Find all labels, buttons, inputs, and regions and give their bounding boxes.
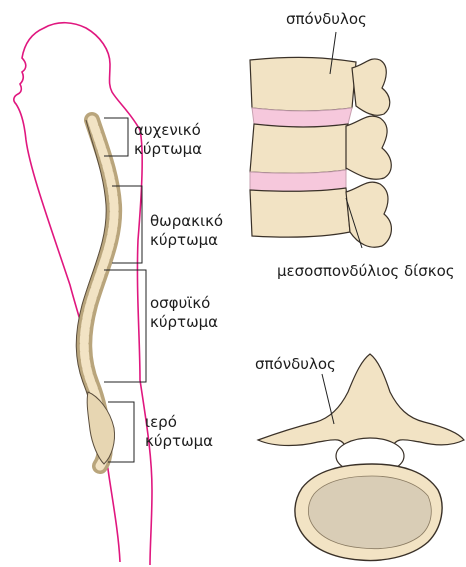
disc-2	[250, 170, 346, 191]
thoracic-label-line-2: κύρτωμα	[150, 231, 223, 250]
vertebral-body-1	[250, 57, 356, 111]
cervical-label-line-2: κύρτωμα	[134, 140, 202, 159]
disc-1	[252, 108, 352, 127]
spinous-process-2	[346, 116, 391, 179]
lumbar-label-line-2: κύρτωμα	[150, 313, 218, 332]
sacral-curvature-label: ιερό κύρτωμα	[145, 413, 213, 451]
sacral-label-line-2: κύρτωμα	[145, 432, 213, 451]
vertebra-top-view	[258, 354, 464, 560]
vertebra-top-label: σπόνδυλος	[286, 10, 367, 29]
spinous-process-3	[346, 182, 391, 247]
cervical-label-line-1: αυχενικό	[134, 121, 202, 140]
vertebral-body-2	[250, 124, 348, 173]
cervical-curvature-label: αυχενικό κύρτωμα	[134, 121, 202, 159]
thoracic-label-line-1: θωρακικό	[150, 212, 223, 231]
spine	[76, 120, 114, 466]
body-outline	[14, 23, 152, 565]
vertebra-bottom-label: σπόνδυλος	[255, 355, 336, 374]
vertebrae-side-view	[250, 57, 391, 247]
spinous-process-1	[352, 59, 390, 115]
thoracic-curvature-label: θωρακικό κύρτωμα	[150, 212, 223, 250]
cancellous-bone	[308, 476, 431, 549]
sacral-label-line-1: ιερό	[145, 413, 213, 432]
vertebral-body-3	[250, 188, 350, 237]
lumbar-curvature-label: οσφυϊκό κύρτωμα	[150, 294, 218, 332]
lumbar-label-line-1: οσφυϊκό	[150, 294, 218, 313]
intervertebral-disc-label: μεσοσπονδύλιος δίσκος	[277, 262, 455, 281]
sacrum	[87, 392, 114, 464]
